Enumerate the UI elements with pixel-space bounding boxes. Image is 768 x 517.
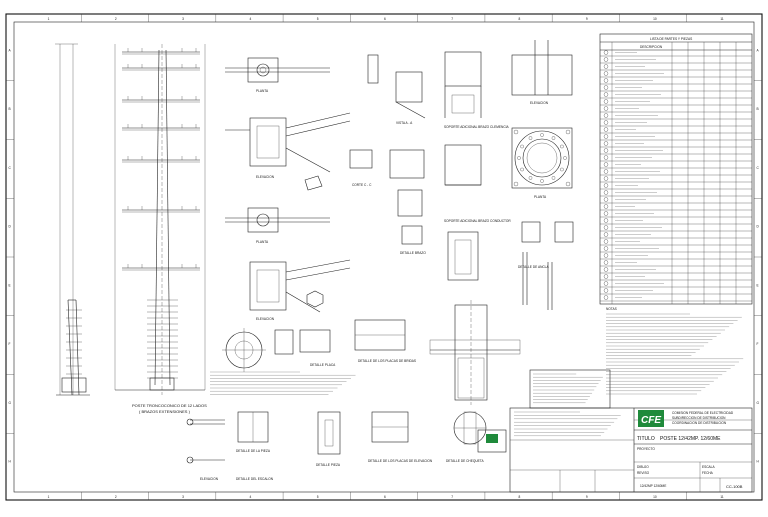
center-right-details: VISTA A - A DETALLE BRAZO SOPORTE ADICIO… — [367, 40, 611, 463]
titulo-label: TITULO — [637, 436, 655, 442]
zone-col-label: 8 — [519, 495, 521, 499]
zone-row-label: F — [9, 342, 11, 346]
reviso-label: REVISO — [637, 471, 650, 475]
zone-row-label: B — [9, 107, 11, 111]
bottom-left-details: DETALLE PLACA DETALLE DE LOS PLACAS DE B… — [186, 319, 433, 481]
notas-label: NOTAS — [606, 307, 617, 311]
arm-details: PLANTA ELEVACION PLANTA ELEVACION CORTE … — [225, 57, 373, 321]
vista-label: VISTA A - A — [396, 121, 413, 125]
escala-label: ESCALA — [702, 465, 715, 469]
detalle-ancla-label: DETALLE DE ANCLA — [518, 265, 549, 269]
cfe-line2: SUBDIRECCION DE DISTRIBUCION — [672, 416, 726, 420]
pole-title: POSTE TRONCOCONICO DE 12 LADOS — [132, 403, 207, 408]
detalle-pernos-label: DETALLE DE LOS PLACAS DE BRIDAS — [358, 359, 416, 363]
zone-row-label: H — [9, 460, 12, 464]
zone-col-label: 2 — [115, 495, 117, 499]
zone-col-label: 3 — [182, 495, 184, 499]
elevacion-label-1: ELEVACION — [256, 175, 275, 179]
zone-col-label: 10 — [653, 17, 657, 21]
soporte-label-2: SOPORTE ADICIONAL BRAZO CONDUCTOR — [444, 219, 511, 223]
title-block: CFE COMISION FEDERAL DE ELECTRICIDAD SUB… — [477, 407, 753, 493]
zone-col-label: 4 — [249, 495, 251, 499]
soporte-label-1: SOPORTE ADICIONAL BRAZO CLEMENCIA — [444, 125, 510, 129]
zone-row-label: G — [757, 401, 760, 405]
dwg-number: CC-100B — [726, 484, 743, 489]
cfe-logo-text: CFE — [641, 415, 661, 426]
titulo-text: POSTE 12/42MP. 12/60ME — [660, 436, 721, 442]
corte-label: CORTE C - C — [352, 183, 372, 187]
zone-col-label: 8 — [519, 17, 521, 21]
zone-col-label: 11 — [720, 495, 724, 499]
zone-col-label: 10 — [653, 495, 657, 499]
zone-col-label: 1 — [48, 17, 50, 21]
parts-list-title: LISTA DE PARTES Y PIEZAS — [650, 37, 692, 41]
detalle-pieza-label: DETALLE PIEZA — [316, 463, 341, 467]
fecha-label: FECHA — [702, 471, 714, 475]
cfe-line1: COMISION FEDERAL DE ELECTRICIDAD — [672, 411, 734, 415]
planta-label-1: PLANTA — [256, 89, 269, 93]
pole-subtitle: ( BRAZOS EXTENSIONES ) — [139, 409, 191, 414]
elevacion-label-2: ELEVACION — [256, 317, 275, 321]
zone-row-label: F — [757, 342, 759, 346]
pole-elevation: POSTE TRONCOCONICO DE 12 LADOS ( BRAZOS … — [55, 43, 207, 414]
zone-row-label: G — [9, 401, 12, 405]
zone-col-label: 6 — [384, 495, 386, 499]
zone-col-label: 7 — [451, 17, 453, 21]
zone-col-label: 7 — [451, 495, 453, 499]
zone-row-label: D — [9, 225, 12, 229]
zone-col-label: 1 — [48, 495, 50, 499]
detalle-ranura-label: DETALLE DE LA PIEZA — [236, 449, 271, 453]
zone-col-label: 9 — [586, 17, 588, 21]
proyecto-label: PROYECTO — [637, 447, 655, 451]
zone-row-label: B — [757, 107, 759, 111]
parts-list: LISTA DE PARTES Y PIEZAS DESCRIPCION — [599, 33, 753, 305]
zone-col-label: 5 — [317, 495, 319, 499]
zone-col-label: 11 — [720, 17, 724, 21]
right-notes — [606, 313, 744, 395]
zone-row-label: A — [9, 48, 12, 52]
planta-label-3: PLANTA — [534, 195, 547, 199]
zone-row-label: A — [757, 48, 760, 52]
detalle-escalon-label: DETALLE DEL ESCALON — [236, 477, 274, 481]
zone-row-label: C — [9, 166, 12, 170]
zone-row-label: E — [757, 283, 759, 287]
zone-col-label: 6 — [384, 17, 386, 21]
detalle-placas-base-label: DETALLE DE LOS PLACAS DE ELEVACION — [368, 459, 433, 463]
zone-row-label: C — [757, 166, 760, 170]
zone-row-label: D — [757, 225, 760, 229]
detalle-brazo-label: DETALLE BRAZO — [400, 251, 426, 255]
elevacion-label-4: ELEVACION — [530, 101, 549, 105]
detalle-placa-label: DETALLE PLACA — [310, 363, 336, 367]
zone-col-label: 3 — [182, 17, 184, 21]
parts-list-header: DESCRIPCION — [640, 45, 663, 49]
detalle-chequeo-label: DETALLE DE CHEQUETA — [446, 459, 484, 463]
zone-col-label: 4 — [249, 17, 251, 21]
zone-col-label: 5 — [317, 17, 319, 21]
numero-label: 12/42MP 12/60ME — [640, 484, 666, 488]
zone-row-label: H — [757, 460, 760, 464]
dibujo-label: DIBUJO — [637, 465, 649, 469]
cfe-logo: CFE — [638, 410, 664, 427]
planta-label-2: PLANTA — [256, 240, 269, 244]
zone-row-label: E — [9, 283, 11, 287]
elevacion-label-3: ELEVACION — [200, 477, 219, 481]
zone-col-label: 9 — [586, 495, 588, 499]
cfe-line3: COORDINACION DE DISTRIBUCION — [672, 421, 727, 425]
zone-col-label: 2 — [115, 17, 117, 21]
